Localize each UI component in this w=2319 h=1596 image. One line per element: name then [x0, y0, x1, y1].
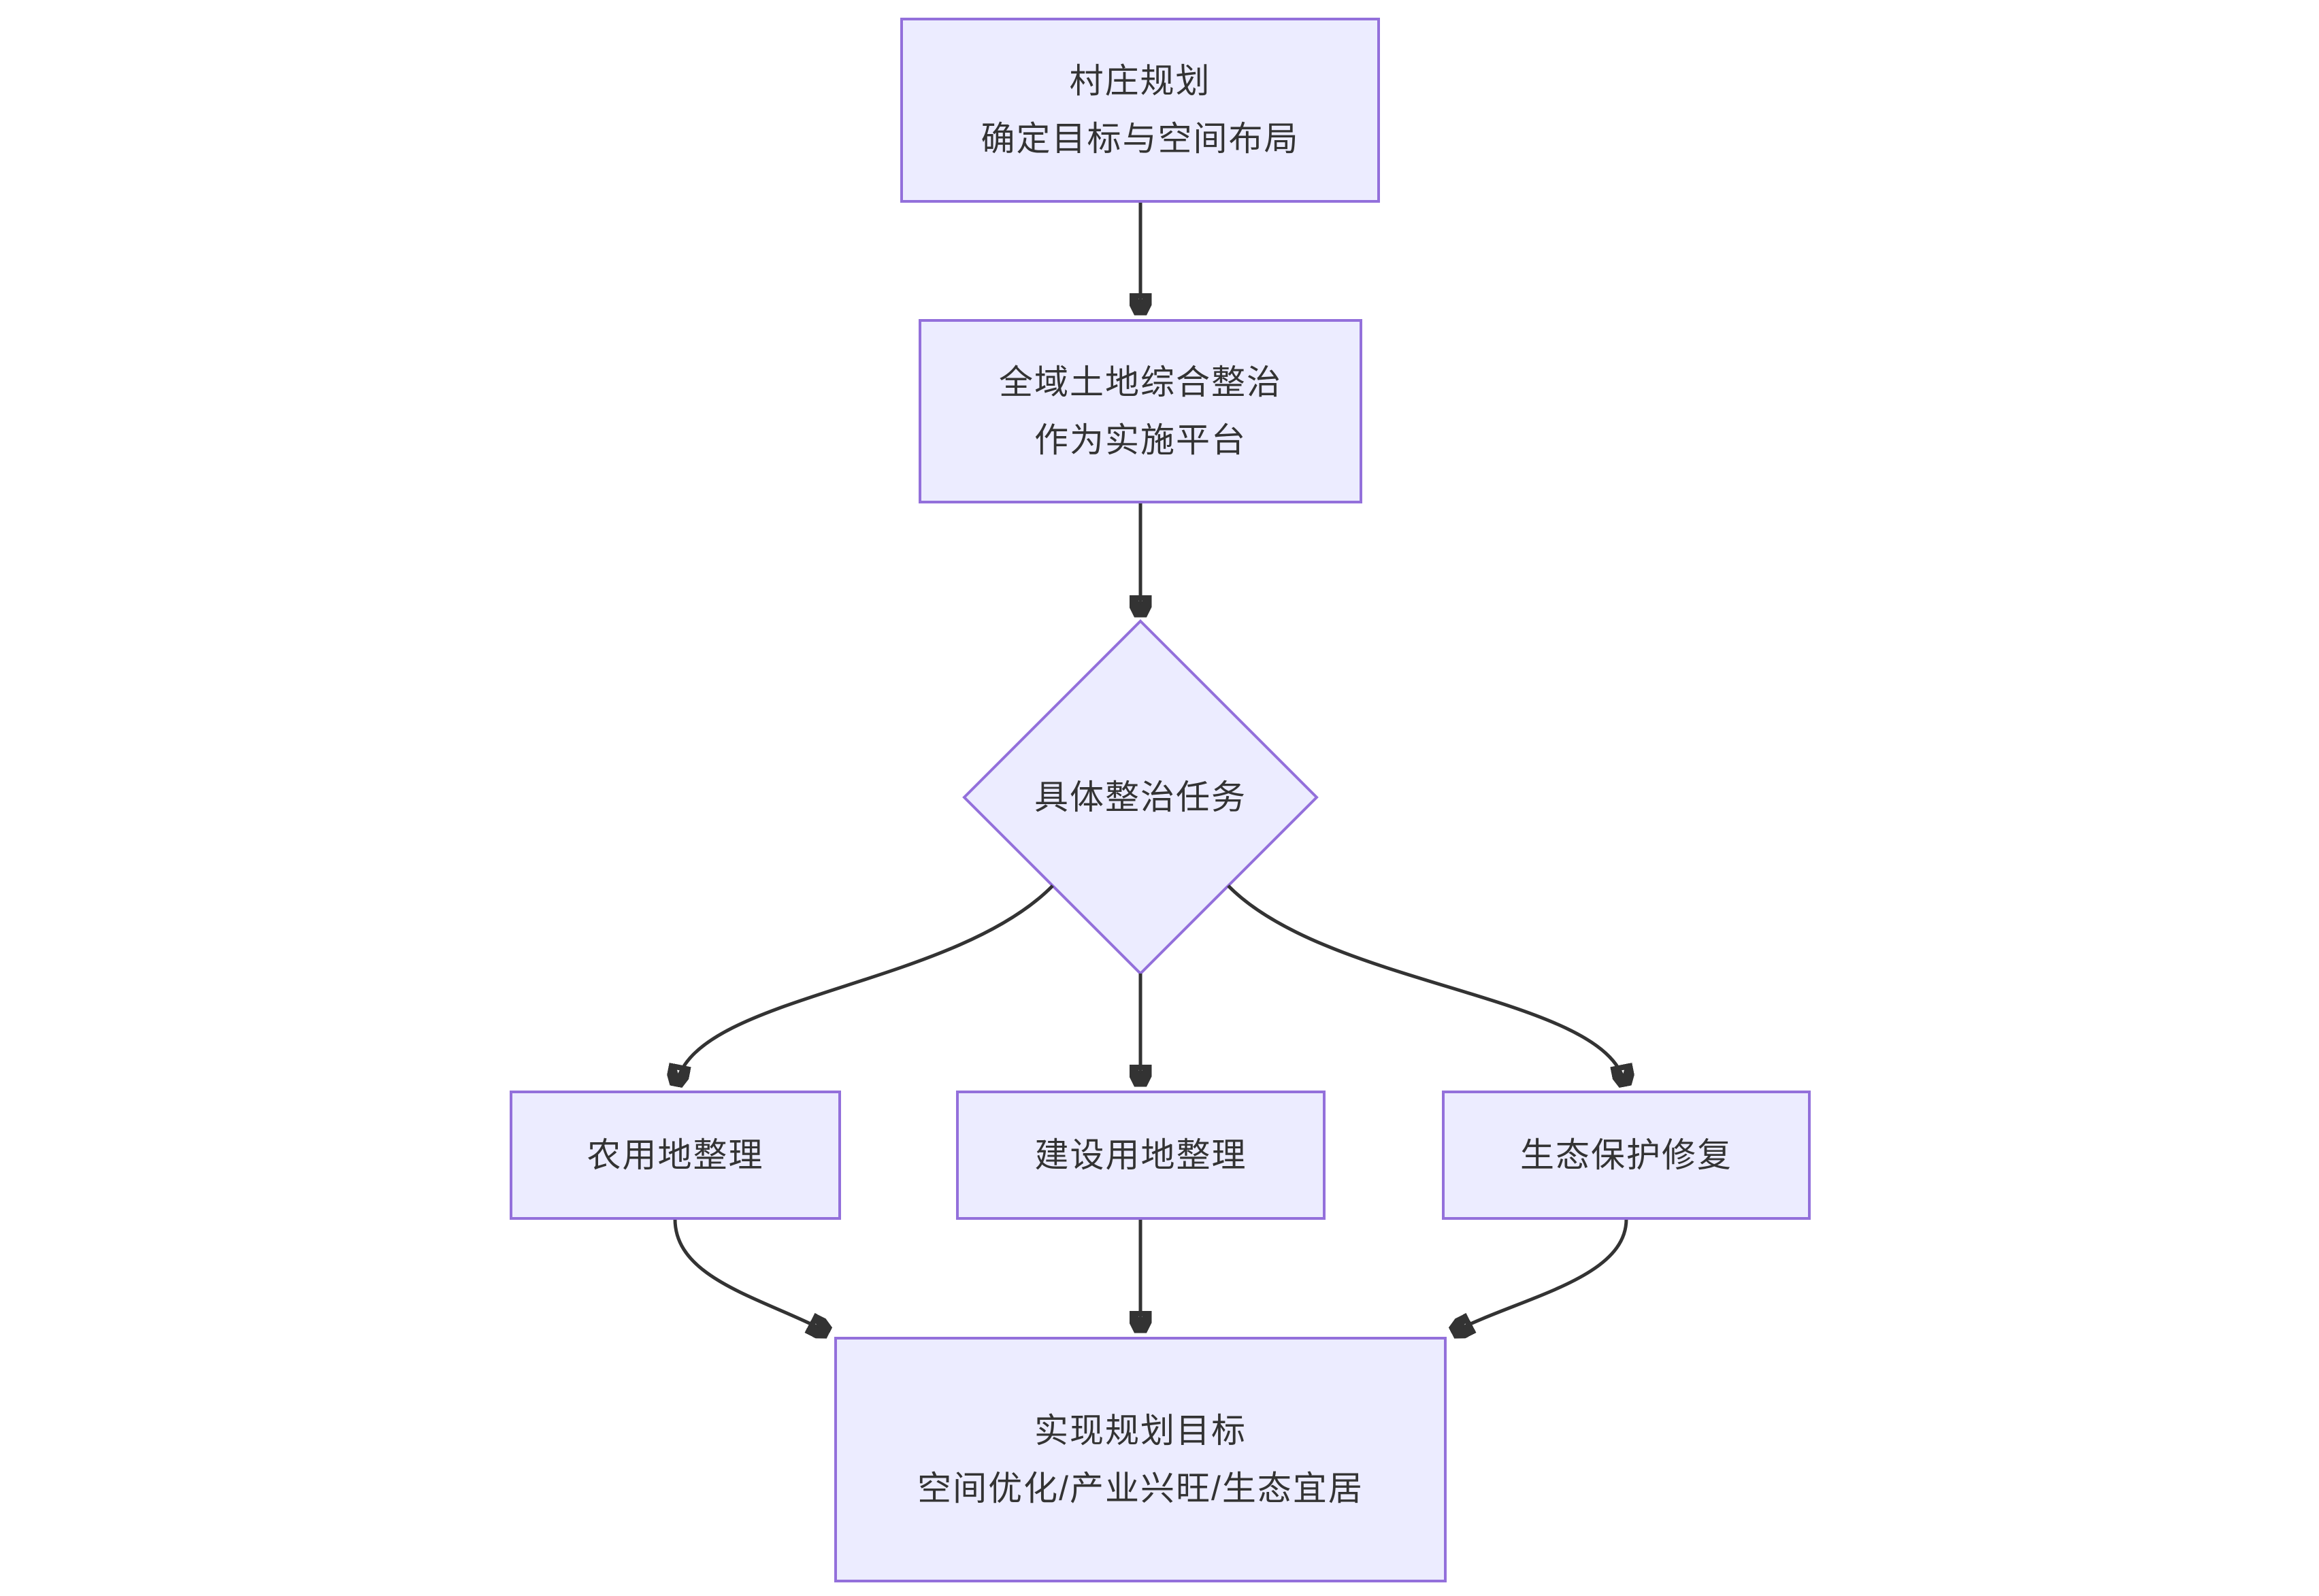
- node-goal: 实现规划目标 空间优化/产业兴旺/生态宜居: [834, 1337, 1447, 1582]
- node-village-planning: 村庄规划 确定目标与空间布局: [900, 18, 1380, 203]
- decision-tasks-label: 具体整治任务: [1034, 778, 1247, 816]
- edge-ecological-to-goal: [1453, 1218, 1628, 1332]
- edge-farmland-to-goal: [673, 1218, 827, 1332]
- node-farmland-consolidation: 农用地整理: [510, 1091, 841, 1220]
- node-construction-land-consolidation: 建设用地整理: [956, 1091, 1326, 1220]
- node-land-platform-line1: 全域土地综合整治: [999, 363, 1282, 401]
- node-goal-line1: 实现规划目标: [1034, 1411, 1247, 1450]
- edge-tasks-to-ecological: [1227, 884, 1625, 1084]
- node-land-platform-line2: 作为实施平台: [1034, 420, 1247, 459]
- edge-tasks-to-farmland: [676, 884, 1054, 1084]
- node-village-planning-line2: 确定目标与空间布局: [981, 120, 1300, 158]
- node-goal-line2: 空间优化/产业兴旺/生态宜居: [917, 1469, 1364, 1508]
- node-village-planning-line1: 村庄规划: [1069, 62, 1211, 100]
- node-ecological-restoration: 生态保护修复: [1442, 1091, 1811, 1220]
- node-land-consolidation-platform: 全域土地综合整治 作为实施平台: [919, 319, 1362, 503]
